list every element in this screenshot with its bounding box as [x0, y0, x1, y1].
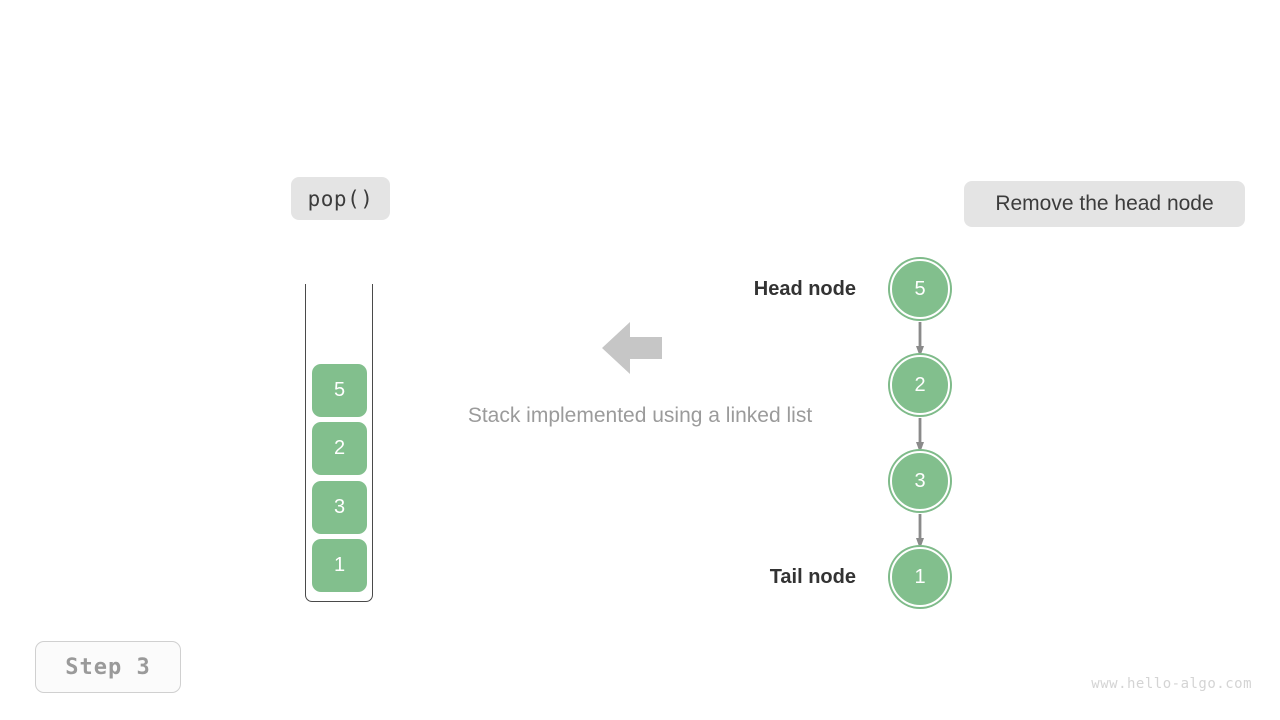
linked-list-node-value: 2: [914, 373, 926, 396]
stack-cell: 3: [312, 481, 367, 534]
action-label: Remove the head node: [995, 192, 1214, 215]
linked-list-node-value: 5: [914, 277, 926, 300]
operation-chip: pop(): [291, 177, 390, 220]
stack-cell-value: 2: [333, 437, 346, 459]
step-label: Step 3: [65, 654, 151, 680]
linked-list-node-value: 1: [914, 565, 926, 588]
linked-list-arrow-icon: [916, 514, 924, 550]
stack-cell: 1: [312, 539, 367, 592]
linked-list-node: 2: [890, 355, 950, 415]
stack-cell: 2: [312, 422, 367, 475]
stack-cell-value: 3: [333, 496, 346, 518]
watermark: www.hello-algo.com: [1091, 676, 1252, 692]
linked-list-node: 3: [890, 451, 950, 511]
head-node-label: Head node: [753, 278, 856, 300]
linked-list-arrow-icon: [916, 418, 924, 454]
linked-list-node: 1: [890, 547, 950, 607]
stack-cell: 5: [312, 364, 367, 417]
action-chip: Remove the head node: [964, 181, 1245, 227]
caption-text: Stack implemented using a linked list: [467, 404, 813, 427]
linked-list-node: 5: [890, 259, 950, 319]
left-arrow-icon: [602, 320, 662, 376]
operation-label: pop(): [307, 186, 374, 211]
stack-cell-value: 5: [333, 379, 346, 401]
caption: Stack implemented using a linked list: [0, 404, 1280, 428]
tail-node-label: Tail node: [769, 566, 856, 588]
linked-list-node-value: 3: [914, 469, 926, 492]
stack-cell-value: 1: [333, 554, 346, 576]
stack-container: [305, 284, 373, 602]
step-indicator: Step 3: [35, 641, 181, 693]
linked-list-arrow-icon: [916, 322, 924, 358]
